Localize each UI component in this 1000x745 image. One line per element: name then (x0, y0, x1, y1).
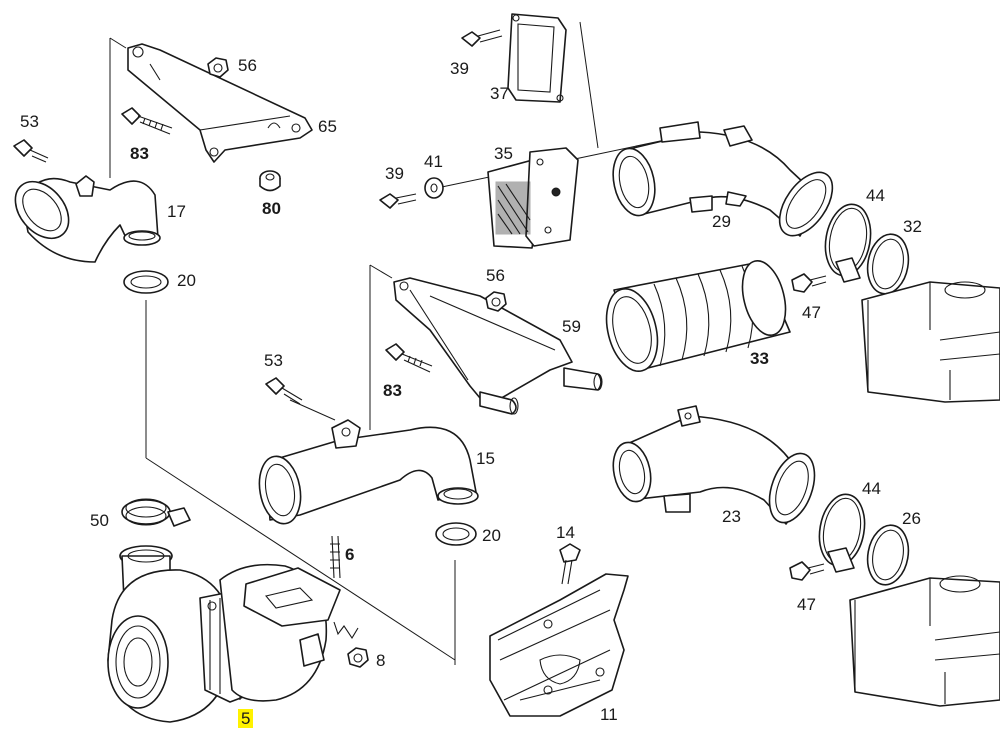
stud-6 (330, 535, 341, 579)
clip-8 (333, 621, 369, 668)
callout-39: 39 (450, 59, 469, 78)
callout-47: 47 (797, 595, 816, 614)
pipe-29 (612, 121, 834, 237)
bolt-39-mid (379, 193, 417, 209)
callout-37: 37 (490, 84, 509, 103)
callout-56: 56 (486, 266, 505, 285)
clamp-44-bottom (818, 493, 866, 573)
bolt-53-top (13, 139, 49, 163)
intercooler-top (861, 281, 1000, 403)
callout-44: 44 (866, 186, 885, 205)
clamp-44-top (824, 203, 872, 283)
pipe-15 (258, 419, 479, 525)
callout-5-highlighted: 5 (238, 709, 254, 728)
bolt-53-mid (265, 377, 303, 405)
seal-26 (866, 524, 910, 586)
callout-20: 20 (482, 526, 501, 545)
callout-26: 26 (902, 509, 921, 528)
nut-56-top (207, 57, 229, 78)
nut-56-mid (485, 291, 507, 312)
callout-65: 65 (318, 117, 337, 136)
callout-32: 32 (903, 217, 922, 236)
pipe-17 (14, 175, 161, 263)
callout-80: 80 (262, 199, 281, 218)
callout-17: 17 (167, 202, 186, 221)
bolt-47-bottom (789, 561, 825, 581)
callout-11: 11 (600, 705, 618, 724)
bolt-47-top (791, 273, 827, 293)
intercooler-bottom (849, 575, 1000, 707)
callout-56: 56 (238, 56, 257, 75)
callout-83: 83 (130, 144, 149, 163)
turbocharger-5 (107, 545, 341, 723)
clamp-50 (121, 498, 191, 527)
washer-41 (424, 177, 444, 199)
callout-15: 15 (476, 449, 495, 468)
callout-29: 29 (712, 212, 731, 231)
bolt-83-mid (385, 343, 433, 373)
bolt-39-top (461, 29, 503, 47)
bolt-83-top (121, 107, 173, 135)
callout-14: 14 (556, 523, 575, 542)
callout-83: 83 (383, 381, 402, 400)
seal-20-top (123, 270, 169, 294)
callout-8: 8 (376, 651, 386, 670)
callout-53: 53 (264, 351, 283, 370)
seal-20-mid (435, 522, 477, 546)
callout-35: 35 (494, 144, 513, 163)
shield-11 (489, 573, 629, 717)
bolt-14 (559, 543, 581, 585)
callout-39: 39 (385, 164, 404, 183)
shield-35 (487, 147, 579, 249)
callout-23: 23 (722, 507, 741, 526)
callout-47: 47 (802, 303, 821, 322)
spacer-80 (259, 170, 281, 192)
callout-44: 44 (862, 479, 881, 498)
seal-32 (866, 233, 910, 295)
callout-33: 33 (750, 349, 769, 368)
callout-53: 53 (20, 112, 39, 131)
callout-50: 50 (90, 511, 109, 530)
callout-41: 41 (424, 152, 443, 171)
bracket-59 (393, 277, 603, 415)
callout-6: 6 (345, 545, 355, 564)
plate-37 (507, 13, 567, 103)
pipe-23 (612, 405, 816, 525)
callout-20: 20 (177, 271, 196, 290)
hose-33 (605, 260, 791, 372)
bracket-65 (127, 43, 313, 163)
callout-59: 59 (562, 317, 581, 336)
